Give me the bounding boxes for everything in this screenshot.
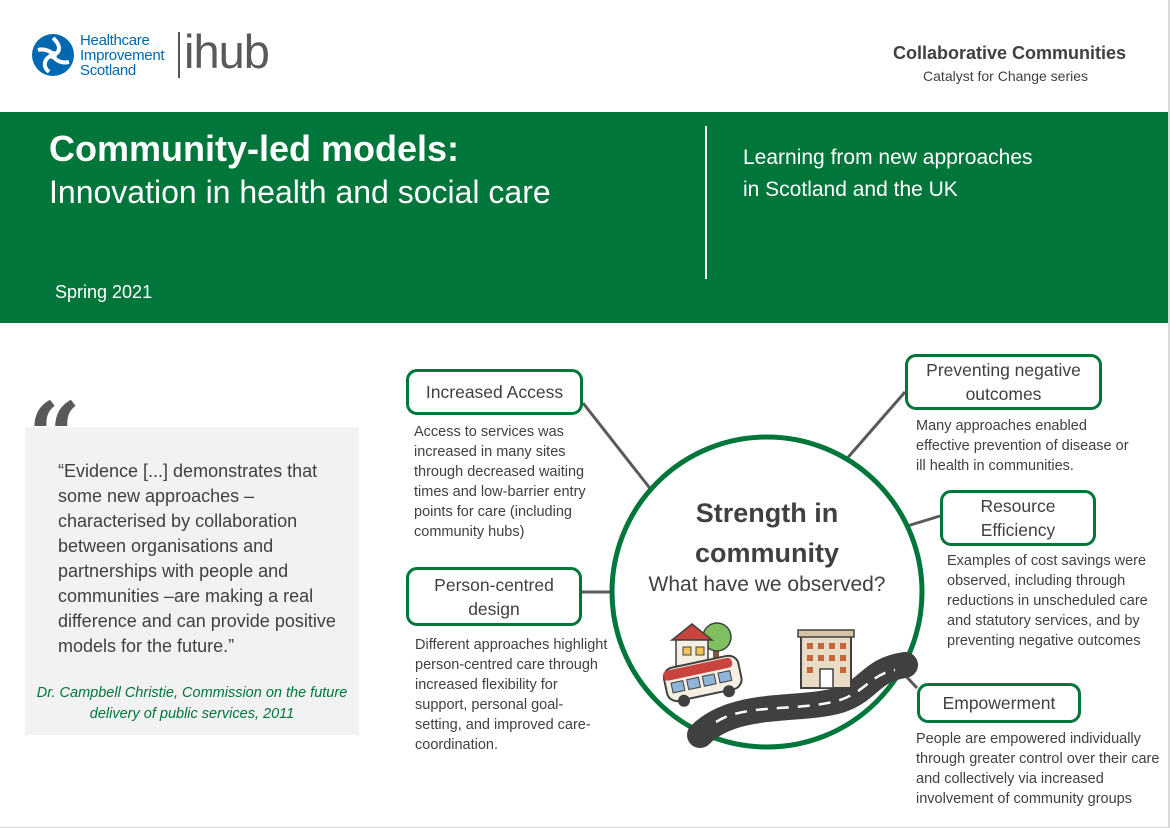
document-subtitle: Innovation in health and social care: [49, 174, 551, 210]
logo-line-1: Healthcare: [80, 32, 150, 49]
document-title: Community-led models:: [49, 128, 460, 169]
theme-increased-access-label: Increased Access: [425, 382, 564, 402]
logo-line-2: Improvement: [80, 47, 165, 64]
banner-divider: [705, 126, 707, 279]
theme-empowerment: Empowerment: [917, 683, 1081, 723]
theme-increased-access: Increased Access: [406, 369, 583, 415]
banner-tagline-line-1: Learning from new approaches: [743, 146, 1033, 169]
theme-empowerment-label: Empowerment: [942, 693, 1056, 713]
community-illustration-icon: [662, 622, 918, 748]
theme-person-centred-design: Person-centred design: [406, 567, 582, 626]
banner-tagline-line-2: in Scotland and the UK: [743, 178, 958, 201]
healthcare-improvement-scotland-logo-icon: [32, 34, 74, 76]
theme-preventing-negative-outcomes: Preventing negative outcomes: [905, 354, 1102, 410]
series-subtitle: Catalyst for Change series: [923, 68, 1088, 84]
theme-preventing-label-line-1: Preventing negative: [926, 360, 1081, 380]
logo-wordmark: Healthcare Improvement Scotland: [80, 32, 165, 79]
theme-person-centred-label-line-1: Person-centred: [434, 574, 554, 595]
connector-increased-access: [581, 402, 658, 497]
quote-panel: “Evidence [...] demonstrates that some n…: [25, 427, 359, 735]
connector-lines: [581, 391, 941, 690]
theme-increased-access-description: Access to services was increased in many…: [414, 424, 586, 540]
hi-ihub-logo: Healthcare Improvement Scotland ihub: [30, 25, 300, 80]
theme-resource-efficiency: Resource Efficiency: [940, 490, 1096, 546]
title-banner: Community-led models: Innovation in heal…: [0, 112, 1168, 323]
connector-preventing-outcomes: [835, 391, 907, 471]
theme-resource-label-line-1: Resource: [980, 496, 1056, 516]
center-heading-line-2: community: [694, 538, 840, 568]
theme-person-centred-description: Different approaches highlight person-ce…: [415, 637, 608, 753]
ihub-wordmark: ihub: [184, 25, 270, 78]
theme-preventing-description: Many approaches enabled effective preven…: [916, 418, 1129, 474]
center-heading-line-1: Strength in: [695, 498, 839, 528]
theme-resource-label-line-2: Efficiency: [980, 520, 1056, 540]
logo-line-3: Scotland: [80, 62, 136, 79]
theme-preventing-label-line-2: outcomes: [965, 384, 1042, 404]
logo-divider: [178, 32, 180, 78]
connector-resource-efficiency: [903, 514, 941, 529]
quote-text: “Evidence [...] demonstrates that some n…: [58, 461, 336, 656]
publication-date: Spring 2021: [55, 282, 153, 302]
series-title: Collaborative Communities: [892, 43, 1126, 63]
quote-mark-icon: “: [28, 382, 81, 490]
theme-resource-description: Examples of cost savings were observed, …: [947, 553, 1148, 649]
center-question: What have we observed?: [648, 573, 886, 596]
theme-empowerment-description: People are empowered individually throug…: [916, 731, 1160, 807]
banner-tagline: Learning from new approaches in Scotland…: [743, 142, 1123, 206]
center-heading: Strength in community: [632, 493, 902, 573]
theme-person-centred-label-line-2: design: [468, 598, 520, 619]
quote-attribution: Dr. Campbell Christie, Commission on the…: [36, 685, 348, 722]
